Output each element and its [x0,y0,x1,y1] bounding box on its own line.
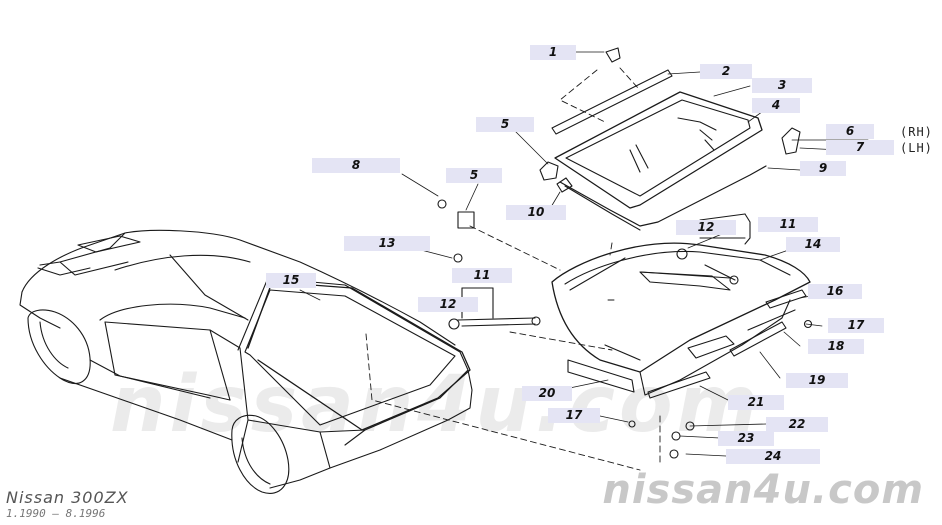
callout-17-bottom: 17 [548,408,600,423]
side-lh-label: (LH) [900,141,933,155]
callout-15: 15 [266,273,316,288]
callout-6: 6 [826,124,874,139]
car-body [19,229,473,494]
callout-10: 10 [506,205,566,220]
side-rh-label: (RH) [900,125,933,139]
callout-22: 22 [766,417,828,432]
callout-24: 24 [726,449,820,464]
callout-1: 1 [530,45,576,60]
callout-11-upper: 11 [758,217,818,232]
model-name: Nissan 300ZX [6,488,129,507]
callout-8: 8 [312,158,400,173]
production-date-range: 1.1990 – 8.1996 [6,507,106,520]
callout-12-upper: 12 [676,220,736,235]
callout-19: 19 [786,373,848,388]
callout-23: 23 [718,431,774,446]
callout-7: 7 [826,140,894,155]
callout-16: 16 [808,284,862,299]
brand-logo-text: nissan4u.com [602,467,924,513]
callout-21: 21 [728,395,784,410]
callout-18: 18 [808,339,864,354]
callout-4: 4 [752,98,800,113]
callout-12-lower: 12 [418,297,478,312]
callout-3: 3 [752,78,812,93]
callout-11-lower: 11 [452,268,512,283]
callout-17-right: 17 [828,318,884,333]
callout-2: 2 [700,64,752,79]
callout-9: 9 [800,161,846,176]
callout-20: 20 [522,386,572,401]
callout-14: 14 [786,237,840,252]
callout-5-lower: 5 [446,168,502,183]
callout-13: 13 [344,236,430,251]
callout-5-upper: 5 [476,117,534,132]
